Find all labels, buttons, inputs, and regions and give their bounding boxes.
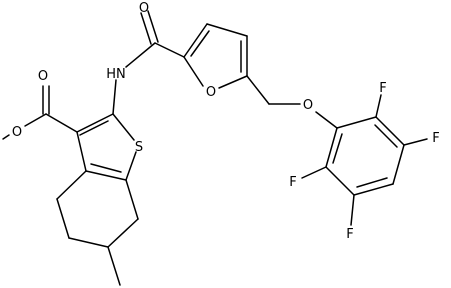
atom-label-ether-o: O bbox=[303, 98, 313, 113]
bond-amide-c-furan bbox=[154, 42, 185, 58]
bond-furan-c2-c3-inner bbox=[190, 30, 210, 57]
bond-ar-c6-c1 bbox=[325, 127, 338, 168]
bond-ester-c3-c bbox=[45, 113, 78, 133]
bond-ar-c4-c5 bbox=[353, 183, 394, 196]
bond-furan-o-c2 bbox=[183, 56, 204, 87]
bond-ar-c5-c6 bbox=[325, 166, 355, 196]
atom-label-ester-methoxy-o: O bbox=[12, 125, 22, 140]
bond-ester-o-ch3 bbox=[2, 134, 10, 140]
bond-ar-c1-c2 bbox=[336, 116, 377, 129]
bond-cy-c5-c6 bbox=[68, 237, 109, 248]
atom-label-amide-nh: HN bbox=[106, 67, 126, 82]
atom-label-f-upper: F bbox=[379, 81, 386, 96]
atom-label-furan-o: O bbox=[206, 85, 216, 100]
bond-furan-c5-o bbox=[218, 75, 248, 89]
bond-furan-ch2 bbox=[246, 75, 270, 105]
bond-ar-c3-c4 bbox=[392, 144, 405, 185]
bond-amide-c-n bbox=[125, 42, 156, 68]
bond-cy-c4-c5 bbox=[56, 198, 70, 239]
bond-th-c3a-c7a-inner bbox=[90, 163, 122, 173]
bond-ester-c-o bbox=[24, 113, 47, 127]
bond-th-s-c7a bbox=[125, 151, 137, 181]
bond-th-c2-c3-inner bbox=[79, 120, 109, 136]
bond-n-thiophene bbox=[112, 79, 117, 115]
bond-th-c2-s bbox=[112, 113, 135, 141]
bond-lines bbox=[2, 10, 428, 286]
bond-ar-c4-c5-inner bbox=[356, 177, 388, 188]
bond-th-c3a-c7a bbox=[85, 170, 127, 181]
bond-ar-c6-c1-inner bbox=[332, 133, 343, 164]
bond-ar-c2-c3-inner bbox=[374, 124, 398, 148]
bond-c-f-upper bbox=[375, 94, 382, 118]
atom-label-f-right: F bbox=[432, 131, 439, 146]
bond-th-c3-c3a bbox=[76, 131, 87, 172]
bond-amide-c-o-1 bbox=[140, 12, 152, 45]
atom-labels: O HN O O F F F F S O O bbox=[12, 1, 440, 242]
bond-amide-c-o-2 bbox=[147, 10, 159, 43]
bond-c-f-lower bbox=[350, 194, 355, 226]
atom-label-thiophene-s: S bbox=[135, 140, 143, 155]
bond-c-f-left bbox=[301, 166, 327, 179]
bond-furan-c3-c4 bbox=[206, 23, 248, 37]
bond-cy-c7-c7a bbox=[125, 179, 139, 220]
bond-ar-c2-c3 bbox=[375, 116, 405, 146]
atom-label-ester-carbonyl-o: O bbox=[38, 69, 48, 84]
bond-th-c2-c3 bbox=[76, 113, 114, 133]
bond-o-aryl bbox=[315, 111, 338, 129]
atom-label-f-left: F bbox=[289, 175, 296, 190]
bond-c-f-right bbox=[403, 138, 428, 146]
bond-cy-c6-c7 bbox=[107, 218, 139, 248]
bond-cy-c6-methyl bbox=[107, 246, 121, 286]
bond-cy-c3a-c4 bbox=[56, 170, 87, 200]
bond-furan-c2-c3 bbox=[183, 23, 208, 58]
atom-label-f-lower: F bbox=[346, 227, 353, 242]
atom-label-carbonyl-o: O bbox=[139, 1, 149, 16]
